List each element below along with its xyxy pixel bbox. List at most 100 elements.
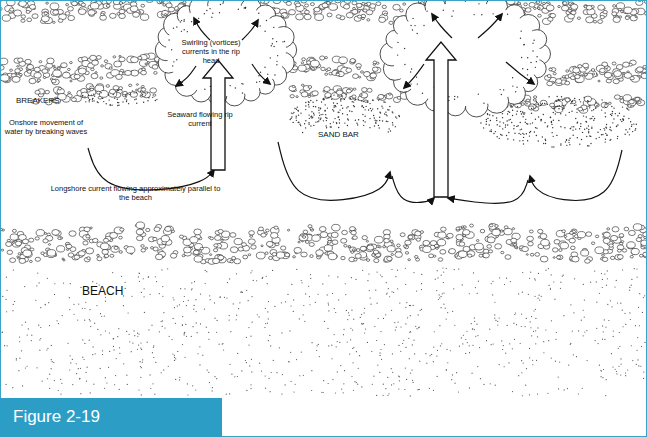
sand-stipple <box>289 119 290 120</box>
foam-bubble <box>336 15 341 19</box>
foam-bubble <box>516 247 518 249</box>
foam-bubble <box>459 242 465 246</box>
foam-bubble <box>152 65 158 70</box>
foam-bubble <box>603 238 610 243</box>
sand-stipple <box>333 102 334 103</box>
foam-bubble <box>612 12 617 16</box>
sand-stipple <box>595 107 596 108</box>
sand-stipple <box>522 133 523 134</box>
sand-stipple <box>355 119 356 120</box>
sand-stipple <box>575 118 576 119</box>
sand-stipple <box>602 134 603 135</box>
sand-stipple <box>125 96 126 97</box>
beach-sand <box>429 355 430 356</box>
foam-bubble <box>571 246 576 250</box>
foam-bubble <box>489 250 493 253</box>
foam-bubble <box>562 230 566 233</box>
sand-stipple <box>570 128 571 129</box>
foam-bubble <box>308 94 310 96</box>
foam-bubble <box>357 67 360 70</box>
beach-sand <box>293 299 294 300</box>
sand-stipple <box>566 145 567 146</box>
foam-bubble <box>553 72 556 74</box>
foam-bubble <box>456 227 460 230</box>
sand-stipple <box>117 105 118 106</box>
foam-bubble <box>29 4 35 9</box>
sand-stipple <box>568 142 569 143</box>
sand-stipple <box>309 118 310 119</box>
foam-bubble <box>614 95 620 99</box>
sand-stipple <box>84 96 85 97</box>
sand-stipple <box>89 99 90 100</box>
foam-bubble <box>92 60 99 65</box>
foam-bubble <box>17 66 19 68</box>
foam-bubble <box>393 97 400 103</box>
foam-bubble <box>480 229 485 233</box>
sand-stipple <box>499 121 500 122</box>
foam-bubble <box>405 240 411 245</box>
foam-bubble <box>68 7 74 11</box>
foam-bubble <box>200 247 203 250</box>
beach-sand <box>604 273 605 274</box>
foam-bubble <box>50 3 59 10</box>
foam-bubble <box>312 235 320 241</box>
sand-stipple <box>496 117 497 118</box>
foam-bubble <box>315 14 324 21</box>
sand-stipple <box>374 120 375 121</box>
foam-bubble <box>549 68 553 71</box>
foam-bubble <box>353 236 358 240</box>
foam-bubble <box>564 235 567 237</box>
sand-stipple <box>388 109 389 110</box>
sand-stipple <box>143 102 144 103</box>
sand-stipple <box>580 126 581 127</box>
sand-stipple <box>325 104 326 105</box>
sand-stipple <box>363 107 364 108</box>
sand-stipple <box>589 105 590 106</box>
sand-stipple <box>516 110 517 111</box>
foam-bubble <box>7 250 13 254</box>
beach-sand <box>607 304 608 305</box>
foam-bubble <box>310 255 314 258</box>
foam-bubble <box>586 17 594 23</box>
sand-stipple <box>616 126 617 127</box>
foam-bubble <box>370 73 376 78</box>
sand-stipple <box>294 108 295 109</box>
foam-bubble <box>155 254 162 260</box>
foam-bubble <box>344 245 347 248</box>
sand-stipple <box>526 103 527 104</box>
sand-stipple <box>388 131 389 132</box>
foam-bubble <box>553 257 555 259</box>
sand-stipple <box>361 100 362 101</box>
sand-stipple <box>490 120 491 121</box>
foam-bubble <box>61 63 67 68</box>
sand-stipple <box>566 140 567 141</box>
sand-stipple <box>610 139 611 140</box>
foam-bubble <box>301 92 308 97</box>
foam-bubble <box>87 89 90 92</box>
sand-stipple <box>542 136 543 137</box>
foam-bubble <box>99 91 108 98</box>
sand-stipple <box>507 124 508 125</box>
foam-bubble <box>483 253 489 258</box>
sand-stipple <box>588 129 589 130</box>
foam-bubble <box>332 240 338 245</box>
sand-stipple <box>337 95 338 96</box>
foam-bubble <box>364 72 371 77</box>
sand-stipple <box>128 103 129 104</box>
sand-stipple <box>483 127 484 128</box>
sand-stipple <box>601 134 602 135</box>
foam-bubble <box>136 229 143 235</box>
foam-bubble <box>449 249 456 254</box>
foam-bubble <box>613 79 619 84</box>
sand-stipple <box>358 99 359 100</box>
sand-stipple <box>88 97 89 98</box>
sand-stipple <box>392 122 393 123</box>
foam-bubble <box>248 239 255 244</box>
foam-bubble <box>91 73 98 78</box>
foam-bubble <box>57 246 65 252</box>
foam-bubble <box>183 1 186 3</box>
foam-bubble <box>511 238 517 243</box>
sand-stipple <box>565 114 566 115</box>
sand-stipple <box>152 97 153 98</box>
